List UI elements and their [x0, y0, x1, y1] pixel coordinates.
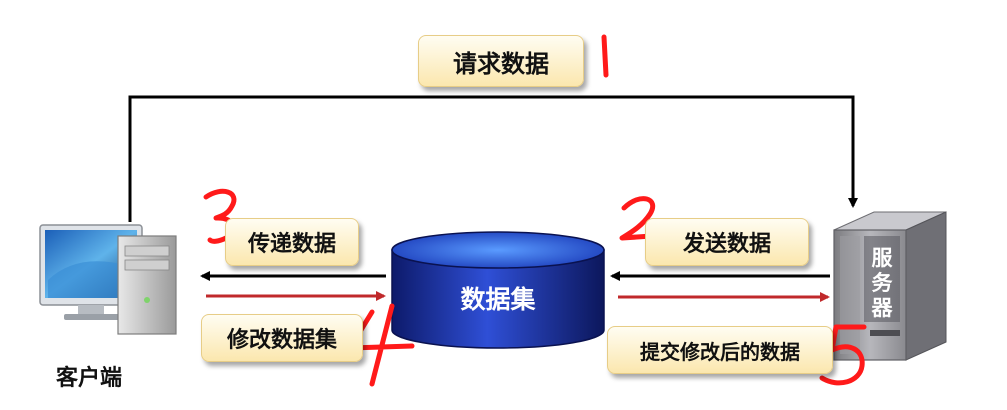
modify-dataset-label: 修改数据集 — [201, 314, 363, 362]
transfer-data-label: 传递数据 — [225, 218, 359, 266]
submit-modified-data-label: 提交修改后的数据 — [607, 326, 833, 374]
client-label: 客户端 — [56, 366, 123, 391]
server-label: 服 务 器 — [867, 246, 897, 321]
dataset-cylinder — [391, 231, 605, 349]
request-data-label: 请求数据 — [418, 35, 584, 87]
server-label-char-1: 服 — [871, 246, 893, 270]
send-data-label: 发送数据 — [645, 218, 809, 266]
step-number-3 — [203, 188, 237, 244]
server-label-char-2: 务 — [871, 271, 893, 295]
request-arrow — [128, 95, 858, 222]
step-number-5 — [819, 324, 867, 386]
server-label-char-3: 器 — [871, 296, 893, 320]
step-number-2 — [619, 196, 655, 241]
server-icon — [833, 211, 947, 361]
step-number-1 — [601, 34, 609, 78]
dataset-label: 数据集 — [460, 285, 536, 314]
client-computer-icon — [39, 224, 177, 335]
